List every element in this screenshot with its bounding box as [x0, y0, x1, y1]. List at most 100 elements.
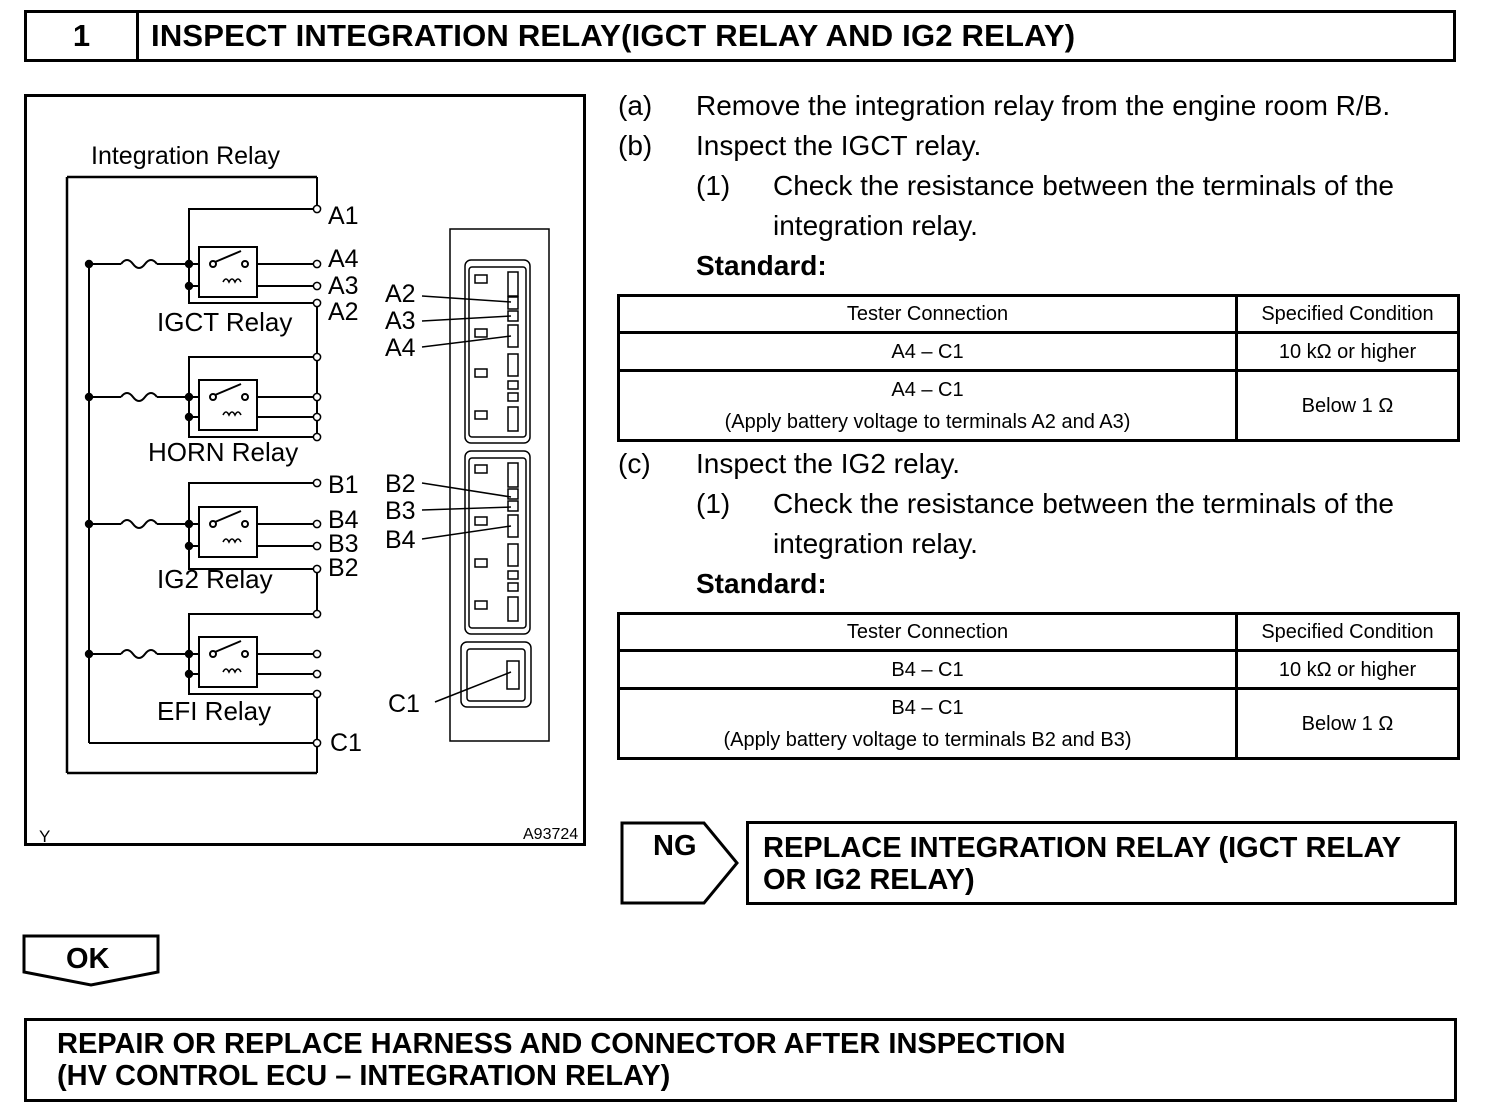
relay-label-igct: IGCT Relay — [157, 307, 292, 337]
connector-pin — [506, 660, 520, 690]
fuse-horn — [120, 392, 158, 402]
connector-tab — [474, 600, 488, 610]
connector-tab — [474, 558, 488, 568]
connector-pin — [507, 271, 519, 297]
connector-label-c1: C1 — [388, 690, 420, 718]
coil-horn — [222, 411, 242, 417]
step-b-marker: (b) — [618, 130, 653, 161]
terminal-dot — [312, 564, 322, 574]
fuse-efi — [120, 649, 158, 659]
step-a-marker: (a) — [618, 90, 653, 121]
connector-tab — [474, 328, 488, 338]
figure-title: Integration Relay — [91, 142, 281, 170]
relay-ig2 — [84, 482, 317, 570]
connector-label-b3: B3 — [385, 497, 416, 525]
relay-body-efi — [198, 636, 258, 688]
connector-label-a4: A4 — [385, 334, 416, 362]
relay-schematic: Integration Relay IGCT Relay HORN Relay — [39, 142, 578, 846]
terminal-c1: C1 — [330, 729, 362, 757]
terminal-dot — [312, 519, 322, 529]
relay-efi — [84, 613, 317, 695]
step-b-text: Inspect the IGCT relay. — [696, 130, 982, 161]
ng-action-box: REPLACE INTEGRATION RELAY (IGCT RELAY OR… — [746, 821, 1457, 905]
figure-corner-mark: Y — [39, 827, 50, 846]
relay-diagram: Integration Relay IGCT Relay HORN Relay — [24, 94, 586, 846]
terminal-dot — [312, 392, 322, 402]
step-c1-marker: (1) — [696, 488, 731, 519]
terminal-dot — [312, 352, 322, 362]
terminal-b4: B4 — [328, 506, 359, 534]
terminal-dot — [312, 669, 322, 679]
relay-label-efi: EFI Relay — [157, 696, 271, 726]
connector-label-b4: B4 — [385, 526, 416, 554]
connector-pin — [507, 543, 519, 567]
step-a-text: Remove the integration relay from the en… — [696, 90, 1391, 121]
connector-tab — [474, 274, 488, 284]
ng-action-line1: REPLACE INTEGRATION RELAY (IGCT RELAY — [763, 832, 1402, 864]
connector-pin — [507, 596, 519, 622]
terminal-dot — [312, 432, 322, 442]
connector-tab — [474, 464, 488, 474]
step-b1-marker: (1) — [696, 170, 731, 201]
terminal-a4: A4 — [328, 245, 359, 273]
standard-label-igct: Standard: — [696, 250, 827, 281]
connection-value: B4 – C1 — [891, 696, 964, 719]
step-number: 1 — [27, 13, 139, 59]
coil-ig2 — [222, 538, 242, 544]
connection-note: (Apply battery voltage to terminals B2 a… — [723, 728, 1132, 751]
connector-pin — [507, 570, 519, 580]
terminal-dot — [312, 649, 322, 659]
figure-id: A93724 — [523, 826, 578, 843]
ok-label: OK — [66, 943, 110, 975]
terminal-dot — [312, 689, 322, 699]
table-header: Tester Connection — [617, 612, 1238, 652]
table-cell-condition: Below 1 Ω — [1235, 687, 1460, 760]
connector-tab — [474, 368, 488, 378]
connector-label-b2: B2 — [385, 470, 416, 498]
ok-action-box: REPAIR OR REPLACE HARNESS AND CONNECTOR … — [24, 1018, 1457, 1102]
spec-table-ig2: Tester Connection Specified Condition B4… — [617, 612, 1460, 760]
relay-body-igct — [198, 246, 258, 298]
table-cell-connection: A4 – C1 (Apply battery voltage to termin… — [617, 369, 1238, 442]
step-c1-text-line1: Check the resistance between the termina… — [773, 488, 1395, 519]
step-b1-text-line1: Check the resistance between the termina… — [773, 170, 1395, 201]
connector-pin — [507, 500, 519, 512]
terminal-dot — [312, 609, 322, 619]
relay-body-ig2 — [198, 506, 258, 558]
step-c-marker: (c) — [618, 448, 651, 479]
terminal-a3: A3 — [328, 272, 359, 300]
step-c1-text-line2: integration relay. — [773, 528, 978, 559]
connector-pin — [507, 392, 519, 402]
terminal-dot — [312, 298, 322, 308]
connector-tab — [474, 410, 488, 420]
connector-tab — [474, 516, 488, 526]
coil-igct — [222, 278, 242, 284]
relay-body-horn — [198, 379, 258, 431]
terminal-dot — [312, 281, 322, 291]
table-cell-connection: B4 – C1 (Apply battery voltage to termin… — [617, 687, 1238, 760]
relay-igct — [84, 208, 317, 304]
terminal-a2: A2 — [328, 298, 359, 326]
step-b1-text-line2: integration relay. — [773, 210, 978, 241]
table-header: Specified Condition — [1235, 294, 1460, 334]
ok-arrow-box — [22, 934, 160, 987]
ng-label: NG — [653, 830, 697, 862]
step-title: INSPECT INTEGRATION RELAY(IGCT RELAY AND… — [151, 18, 1076, 53]
ng-action-line2: OR IG2 RELAY) — [763, 864, 975, 896]
table-header: Tester Connection — [617, 294, 1238, 334]
table-cell-condition: 10 kΩ or higher — [1235, 331, 1460, 372]
spec-table-igct: Tester Connection Specified Condition A4… — [617, 294, 1460, 442]
terminal-dot — [312, 204, 322, 214]
fuse-ig2 — [120, 519, 158, 529]
relay-horn — [84, 356, 317, 438]
standard-label-ig2: Standard: — [696, 568, 827, 599]
relay-label-ig2: IG2 Relay — [157, 564, 273, 594]
table-cell-connection: A4 – C1 — [617, 331, 1238, 372]
terminal-b1: B1 — [328, 471, 359, 499]
table-cell-condition: Below 1 Ω — [1235, 369, 1460, 442]
connector-pin — [507, 380, 519, 390]
terminal-dot — [312, 412, 322, 422]
fuse-igct — [120, 259, 158, 269]
connector-pin — [507, 296, 519, 310]
connector-pin — [507, 582, 519, 592]
